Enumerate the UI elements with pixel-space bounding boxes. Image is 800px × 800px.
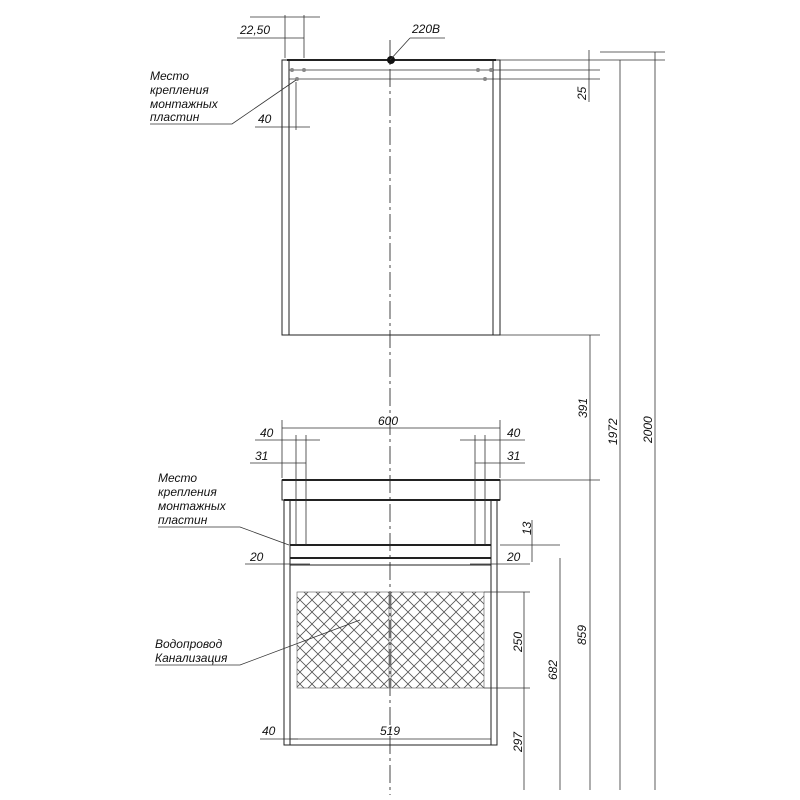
dim-20-right: 20 xyxy=(506,550,521,564)
dim-31-left: 31 xyxy=(255,449,268,463)
pipes-label-2: Канализация xyxy=(155,651,228,665)
power-outlet-icon xyxy=(387,56,395,64)
vanity-unit xyxy=(281,479,501,746)
dim-40-right: 40 xyxy=(507,426,521,440)
mirror-mount-label-2: крепления xyxy=(150,83,209,97)
pipes-label-1: Водопровод xyxy=(155,637,223,651)
vanity-mount-label-1: Место xyxy=(158,471,197,485)
dim-391: 391 xyxy=(576,398,590,418)
dim-25: 25 xyxy=(575,86,589,101)
pipes-zone-right xyxy=(390,591,485,689)
dim-20-left: 20 xyxy=(249,550,264,564)
dim-40-left: 40 xyxy=(260,426,274,440)
dim-519: 519 xyxy=(380,724,400,738)
vanity-mount-label-4: пластин xyxy=(158,513,208,527)
dim-31-right: 31 xyxy=(507,449,520,463)
dim-2000: 2000 xyxy=(641,416,655,444)
dim-600: 600 xyxy=(378,414,398,428)
dim-297: 297 xyxy=(511,731,525,753)
dim-22-50: 22,50 xyxy=(239,23,270,37)
mirror-mount-label-4: пластин xyxy=(150,110,200,124)
vanity-mount-label-3: монтажных xyxy=(158,499,227,513)
pipes-zone-left xyxy=(296,591,390,689)
vanity-mount-label-2: крепления xyxy=(158,485,217,499)
mirror-mount-label-3: монтажных xyxy=(150,97,219,111)
power-label: 220В xyxy=(411,22,440,36)
dim-40-bottom: 40 xyxy=(262,724,276,738)
dim-682: 682 xyxy=(546,660,560,680)
dim-13: 13 xyxy=(520,521,534,535)
dim-1972: 1972 xyxy=(606,418,620,445)
dim-250: 250 xyxy=(511,632,525,653)
mirror-mount-label-1: Место xyxy=(150,69,189,83)
mirror-cabinet xyxy=(281,56,600,336)
dim-40-mirror: 40 xyxy=(258,112,272,126)
dim-859: 859 xyxy=(575,625,589,645)
